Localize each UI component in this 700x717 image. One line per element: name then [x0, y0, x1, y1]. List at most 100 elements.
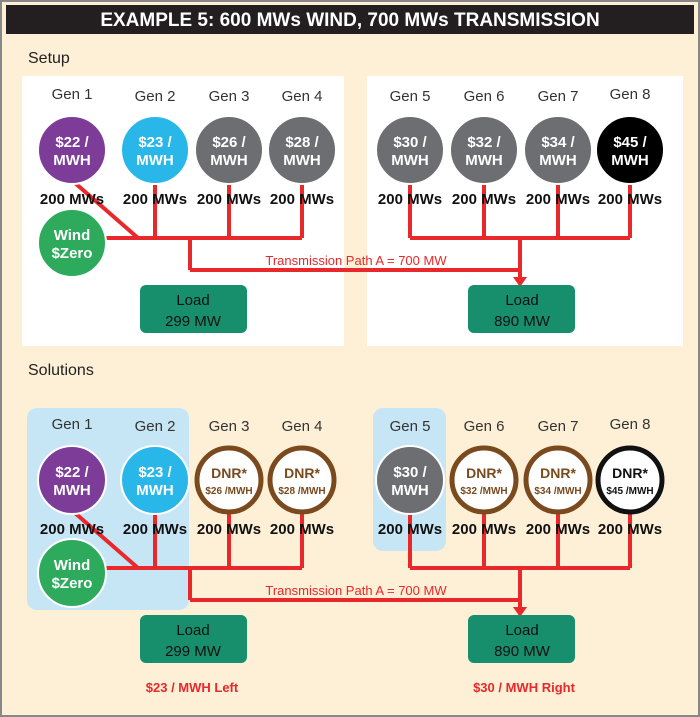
gen-price: $45 /MWH	[606, 486, 653, 497]
arrow-icon	[513, 277, 527, 287]
load-value: 890 MW	[494, 643, 551, 660]
gen-price: $22 /	[55, 464, 89, 481]
gen-capacity: 200 MWs	[123, 191, 187, 208]
gen-price: $34 /MWH	[534, 486, 581, 497]
gen-capacity: 200 MWs	[270, 191, 334, 208]
load-value: 299 MW	[165, 643, 222, 660]
title-bar	[6, 5, 694, 34]
load-label: Load	[176, 292, 209, 309]
load-label: Load	[176, 622, 209, 639]
gen-capacity: 200 MWs	[598, 521, 662, 538]
gen-price: $26 /	[212, 134, 246, 151]
gen-circle	[449, 445, 519, 515]
load-label: Load	[505, 622, 538, 639]
gen-capacity: 200 MWs	[123, 521, 187, 538]
gen-price-unit: MWH	[611, 152, 649, 169]
load-left-box	[140, 285, 247, 333]
gen-price: $28 /	[285, 134, 319, 151]
gen-capacity: 200 MWs	[526, 191, 590, 208]
load-left-box	[140, 615, 247, 663]
gen-price-unit: MWH	[136, 152, 174, 169]
solutions-heading: Solutions	[28, 362, 94, 379]
gen-status: DNR*	[211, 465, 247, 481]
gen-status: DNR*	[466, 465, 502, 481]
gen-label: Gen 4	[282, 418, 323, 435]
gen-circle	[120, 115, 190, 185]
gen-price: $23 /	[138, 464, 172, 481]
gen-circle	[375, 445, 445, 515]
gen-capacity: 200 MWs	[197, 191, 261, 208]
gen-price-unit: MWH	[53, 152, 91, 169]
gen-capacity: 200 MWs	[452, 191, 516, 208]
gen-circle	[120, 445, 190, 515]
gen-circle	[267, 445, 337, 515]
gen-status: DNR*	[540, 465, 576, 481]
gen-price-unit: MWH	[283, 152, 321, 169]
gen-price: $34 /	[541, 134, 575, 151]
title: EXAMPLE 5: 600 MWs WIND, 700 MWs TRANSMI…	[100, 10, 599, 31]
gen-price: $45 /	[613, 134, 647, 151]
wind-price: $Zero	[52, 245, 93, 262]
price-left: $23 / MWH Left	[146, 680, 239, 695]
arrow-icon	[513, 607, 527, 617]
gen-label: Gen 3	[209, 88, 250, 105]
gen-capacity: 200 MWs	[526, 521, 590, 538]
wind-price: $Zero	[52, 575, 93, 592]
load-label: Load	[505, 292, 538, 309]
gen-label: Gen 4	[282, 88, 323, 105]
gen-capacity: 200 MWs	[452, 521, 516, 538]
gen-capacity: 200 MWs	[40, 521, 104, 538]
gen-label: Gen 2	[135, 88, 176, 105]
gen-capacity: 200 MWs	[378, 191, 442, 208]
gen-label: Gen 6	[464, 88, 505, 105]
gen-capacity: 200 MWs	[598, 191, 662, 208]
gen-circle	[523, 445, 593, 515]
gen-label: Gen 6	[464, 418, 505, 435]
gen-price-unit: MWH	[136, 482, 174, 499]
load-right-box	[468, 615, 575, 663]
wind-label: Wind	[54, 227, 91, 244]
gen-label: Gen 7	[538, 418, 579, 435]
gen-price-unit: MWH	[465, 152, 503, 169]
gen-price: $23 /	[138, 134, 172, 151]
load-right-box	[468, 285, 575, 333]
gen-label: Gen 1	[52, 86, 93, 103]
gen-price: $32 /	[467, 134, 501, 151]
wind-circle	[37, 208, 107, 278]
wind-label: Wind	[54, 557, 91, 574]
gen-price: $26 /MWH	[205, 486, 252, 497]
gen-status: DNR*	[284, 465, 320, 481]
gen-label: Gen 3	[209, 418, 250, 435]
gen-price-unit: MWH	[539, 152, 577, 169]
gen-price-unit: MWH	[391, 152, 429, 169]
gen-capacity: 200 MWs	[378, 521, 442, 538]
gen-capacity: 200 MWs	[40, 191, 104, 208]
gen-price-unit: MWH	[210, 152, 248, 169]
gen-1-feeder	[73, 511, 140, 570]
gen-circle	[523, 115, 593, 185]
gen-price: $22 /	[55, 134, 89, 151]
load-value: 890 MW	[494, 313, 551, 330]
gen-1-feeder	[73, 181, 140, 240]
gen-label: Gen 8	[610, 86, 651, 103]
gen-label: Gen 1	[52, 416, 93, 433]
gen-circle	[375, 115, 445, 185]
gen-circle	[194, 445, 264, 515]
gen-status: DNR*	[612, 465, 648, 481]
load-value: 299 MW	[165, 313, 222, 330]
gen-circle	[194, 115, 264, 185]
gen-label: Gen 8	[610, 416, 651, 433]
setup-heading: Setup	[28, 50, 70, 67]
gen-circle	[595, 445, 665, 515]
gen-label: Gen 2	[135, 418, 176, 435]
gen-price: $30 /	[393, 464, 427, 481]
gen-capacity: 200 MWs	[270, 521, 334, 538]
gen-capacity: 200 MWs	[197, 521, 261, 538]
wind-circle	[37, 538, 107, 608]
transmission-label: Transmission Path A = 700 MW	[265, 583, 447, 598]
gen-circle	[37, 445, 107, 515]
gen-circle	[37, 115, 107, 185]
gen-price-unit: MWH	[391, 482, 429, 499]
gen-price: $32 /MWH	[460, 486, 507, 497]
transmission-label: Transmission Path A = 700 MW	[265, 253, 447, 268]
